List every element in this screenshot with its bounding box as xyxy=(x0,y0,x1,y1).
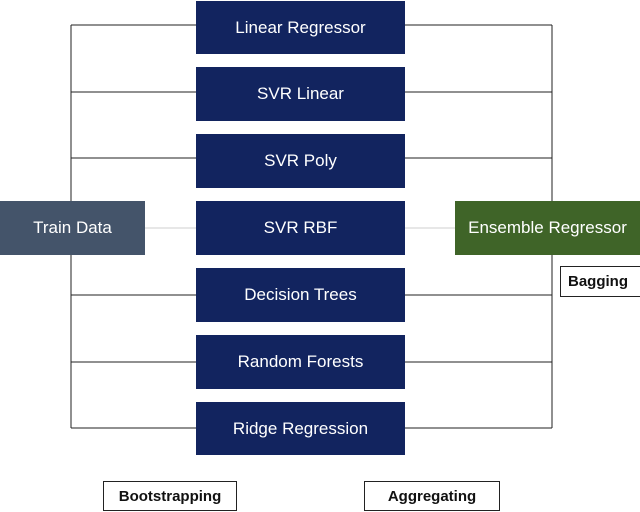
model-box-decision-trees: Decision Trees xyxy=(196,268,405,322)
model-box-svr-linear: SVR Linear xyxy=(196,67,405,121)
model-box-linear-regressor: Linear Regressor xyxy=(196,1,405,54)
model-box-svr-poly: SVR Poly xyxy=(196,134,405,188)
model-box-svr-rbf: SVR RBF xyxy=(196,201,405,255)
model-box-random-forests: Random Forests xyxy=(196,335,405,389)
bootstrapping-label: Bootstrapping xyxy=(103,481,237,511)
bagging-label: Bagging xyxy=(560,266,640,297)
train-data-box: Train Data xyxy=(0,201,145,255)
aggregating-label: Aggregating xyxy=(364,481,500,511)
ensemble-regressor-box: Ensemble Regressor xyxy=(455,201,640,255)
model-box-ridge-regression: Ridge Regression xyxy=(196,402,405,455)
